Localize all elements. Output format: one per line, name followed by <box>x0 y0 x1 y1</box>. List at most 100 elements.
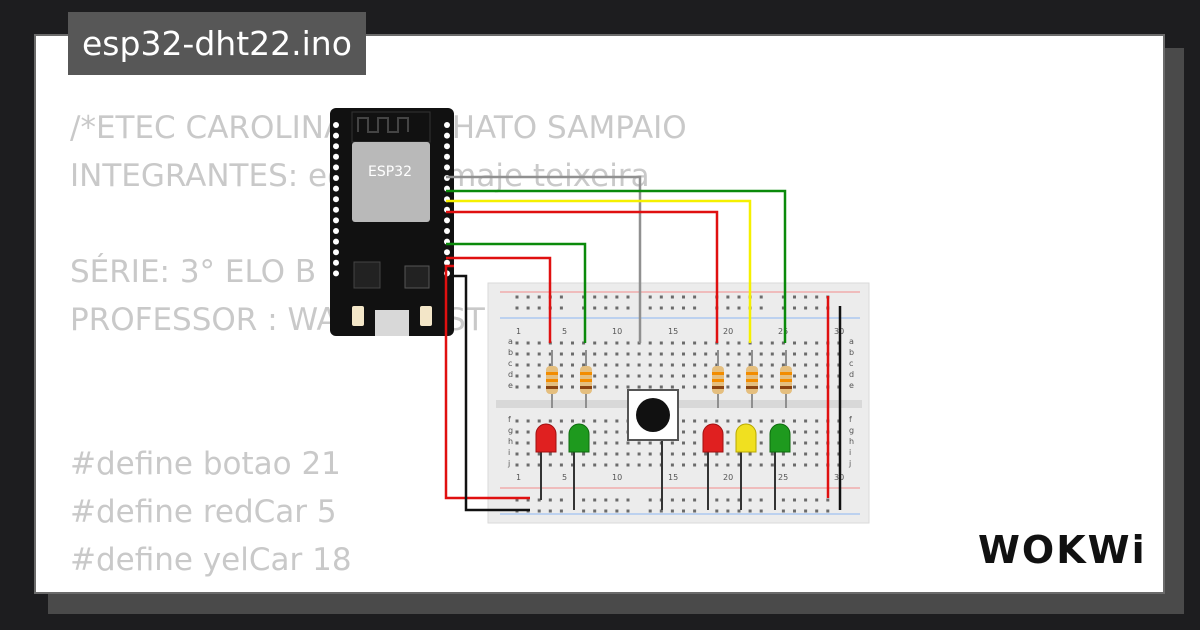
breadboard-hole <box>526 352 530 356</box>
esp32-chip <box>352 142 430 222</box>
breadboard-hole <box>693 419 697 423</box>
breadboard-hole <box>815 498 819 502</box>
breadboard-hole <box>770 452 774 456</box>
breadboard-hole <box>815 509 819 513</box>
breadboard-hole <box>571 352 574 356</box>
breadboard-hole <box>626 509 630 513</box>
row-letter: j <box>507 459 510 468</box>
breadboard-hole <box>615 341 619 345</box>
breadboard-hole <box>793 441 796 445</box>
breadboard-hole <box>593 295 597 299</box>
yellow-led[interactable] <box>735 423 757 510</box>
file-title[interactable]: esp32-dht22.ino <box>68 12 366 75</box>
breadboard-hole <box>659 509 663 513</box>
push-button[interactable] <box>627 389 679 510</box>
code-line: #define greenCar 19 <box>70 584 687 592</box>
breadboard-hole <box>793 419 796 423</box>
breadboard-hole <box>804 509 808 513</box>
wire-green <box>446 189 787 343</box>
breadboard-hole <box>781 341 785 345</box>
breadboard-hole <box>781 363 785 367</box>
red-led[interactable] <box>702 423 724 510</box>
breadboard-hole <box>615 419 619 423</box>
breadboard-hole <box>737 419 741 423</box>
breadboard-hole <box>726 385 730 389</box>
boot-button[interactable] <box>420 306 432 326</box>
breadboard-hole <box>737 352 741 356</box>
breadboard-hole <box>615 463 619 467</box>
breadboard-hole <box>604 306 608 310</box>
breadboard-hole <box>582 498 586 502</box>
red-led[interactable] <box>535 423 557 500</box>
breadboard-hole <box>559 341 563 345</box>
breadboard-hole <box>637 363 641 367</box>
breadboard-hole <box>693 295 697 299</box>
breadboard-hole <box>626 295 630 299</box>
breadboard-hole <box>615 374 619 378</box>
breadboard-hole <box>682 441 685 445</box>
breadboard-hole <box>748 352 752 356</box>
esp32-pin <box>333 196 339 203</box>
breadboard-hole <box>793 363 796 367</box>
breadboard-hole <box>793 374 796 378</box>
breadboard-hole <box>559 352 563 356</box>
breadboard-hole <box>648 441 652 445</box>
wire-green <box>446 242 587 343</box>
row-letter: d <box>508 370 513 379</box>
column-number: 20 <box>723 327 733 336</box>
breadboard-hole <box>626 341 630 345</box>
breadboard-hole <box>682 306 685 310</box>
breadboard-hole <box>637 452 641 456</box>
breadboard-hole <box>670 341 674 345</box>
row-letter: g <box>508 426 513 435</box>
breadboard-hole <box>593 363 597 367</box>
breadboard-hole <box>737 363 741 367</box>
breadboard-hole <box>515 374 519 378</box>
en-button[interactable] <box>352 306 364 326</box>
breadboard-hole <box>515 452 519 456</box>
green-led[interactable] <box>769 423 791 510</box>
breadboard-hole <box>548 509 552 513</box>
esp32-board[interactable]: ESP32 <box>330 108 454 336</box>
resistor <box>546 350 558 408</box>
breadboard-hole <box>693 363 697 367</box>
resistor <box>746 350 758 408</box>
breadboard-hole <box>593 341 597 345</box>
push-button-cap[interactable] <box>636 398 670 432</box>
row-letter: i <box>508 448 510 457</box>
breadboard-hole <box>804 352 808 356</box>
green-led[interactable] <box>568 423 590 510</box>
breadboard-hole <box>726 419 730 423</box>
breadboard-hole <box>759 419 763 423</box>
breadboard-hole <box>526 452 530 456</box>
breadboard-hole <box>648 363 652 367</box>
breadboard-hole <box>559 419 563 423</box>
breadboard-hole <box>804 419 808 423</box>
esp32-pin <box>333 259 339 266</box>
row-letter: e <box>849 381 854 390</box>
breadboard-hole <box>626 498 630 502</box>
breadboard-hole <box>815 463 819 467</box>
breadboard-hole <box>804 463 808 467</box>
code-line: #define botao 21 <box>70 446 341 482</box>
breadboard-hole <box>804 430 808 434</box>
wokwi-logo[interactable]: WOKWi <box>978 528 1147 572</box>
breadboard-hole <box>815 341 819 345</box>
breadboard-hole <box>526 441 530 445</box>
breadboard-hole <box>648 452 652 456</box>
resistors <box>546 350 792 408</box>
breadboard-hole <box>604 352 608 356</box>
breadboard-hole <box>759 374 763 378</box>
breadboard-hole <box>781 498 785 502</box>
row-letter: c <box>508 359 512 368</box>
row-letter: d <box>849 370 854 379</box>
breadboard-hole <box>682 374 685 378</box>
breadboard-hole <box>537 509 541 513</box>
breadboard-hole <box>726 509 730 513</box>
column-number: 25 <box>778 327 788 336</box>
breadboard-hole <box>682 463 685 467</box>
breadboard-hole <box>693 509 697 513</box>
breadboard-hole <box>793 352 796 356</box>
breadboard-hole <box>526 341 530 345</box>
